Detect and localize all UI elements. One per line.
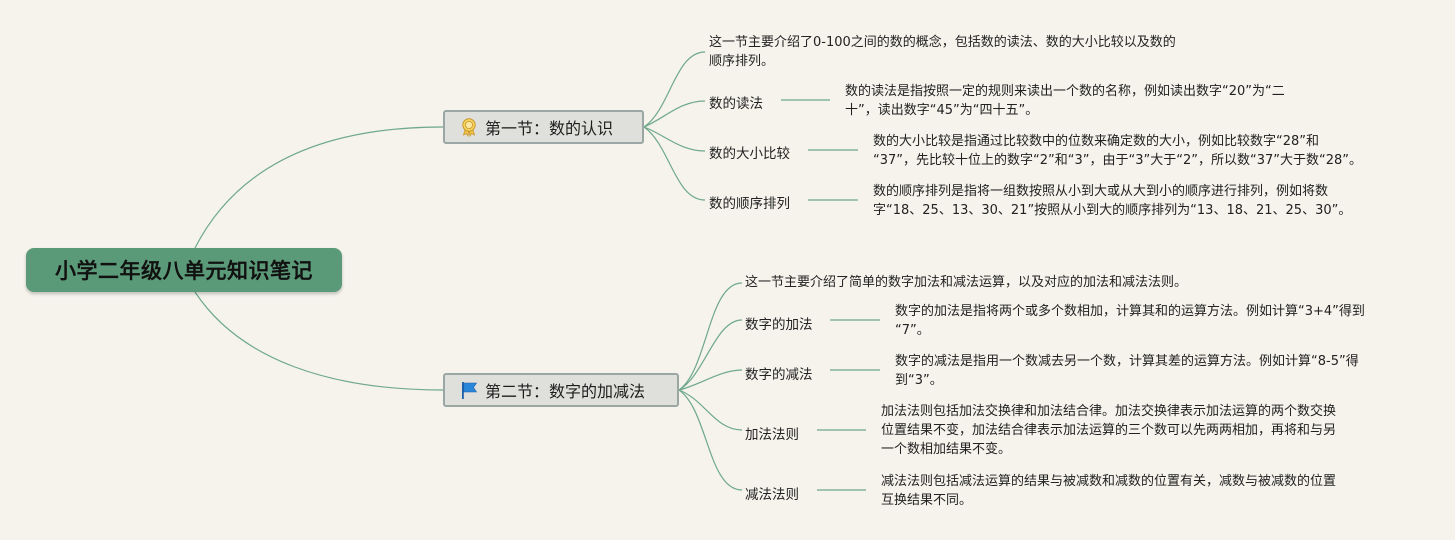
section-2-topic[interactable]: 第二节：数字的加减法 bbox=[443, 373, 679, 407]
detail-line: 加法法则包括加法交换律和加法结合律。加法交换律表示加法运算的两个数交换 bbox=[881, 404, 1337, 419]
detail-line: 互换结果不同。 bbox=[881, 493, 973, 508]
detail-line: 数字的减法是指用一个数减去另一个数，计算其差的运算方法。例如计算“8-5”得 bbox=[895, 354, 1359, 369]
topic-addition[interactable]: 数字的加法 bbox=[745, 317, 813, 333]
detail-line: “7”。 bbox=[895, 323, 930, 338]
topic-number-comparison[interactable]: 数的大小比较 bbox=[709, 146, 790, 162]
topic-subtraction[interactable]: 数字的减法 bbox=[745, 367, 813, 383]
detail-line: 数字的加法是指将两个或多个数相加，计算其和的运算方法。例如计算“3+4”得到 bbox=[895, 304, 1365, 319]
topic-subtraction-laws[interactable]: 减法法则 bbox=[745, 487, 799, 503]
section-2-summary: 这一节主要介绍了简单的数字加法和减法运算，以及对应的加法和减法法则。 bbox=[745, 273, 1265, 292]
connector-sec2-topic3 bbox=[678, 389, 743, 431]
topic-number-reading[interactable]: 数的读法 bbox=[709, 96, 763, 112]
detail-addition: 数字的加法是指将两个或多个数相加，计算其和的运算方法。例如计算“3+4”得到 “… bbox=[895, 302, 1405, 340]
connector-sec1-topic3 bbox=[643, 126, 706, 201]
connector-sec2-topic1 bbox=[678, 319, 743, 391]
section-1-summary-line: 顺序排列。 bbox=[709, 54, 775, 69]
detail-subtraction: 数字的减法是指用一个数减去另一个数，计算其差的运算方法。例如计算“8-5”得 到… bbox=[895, 352, 1405, 390]
connector-sec1-topic2 bbox=[643, 126, 706, 152]
section-1-summary-line: 这一节主要介绍了0-100之间的数的概念，包括数的读法、数的大小比较以及数的 bbox=[709, 35, 1176, 50]
detail-line: 减法法则包括减法运算的结果与被减数和减数的位置有关，减数与被减数的位置 bbox=[881, 474, 1337, 489]
detail-line: 位置结果不变，加法结合律表示加法运算的三个数可以先两两相加，再将和与另 bbox=[881, 423, 1337, 438]
detail-line: 字“18、25、13、30、21”按照从小到大的顺序排列为“13、18、21、2… bbox=[873, 203, 1352, 218]
section-2-title: 第二节：数字的加减法 bbox=[485, 382, 646, 401]
section-1-title: 第一节：数的认识 bbox=[485, 119, 614, 138]
detail-line: 数的读法是指按照一定的规则来读出一个数的名称，例如读出数字“20”为“二 bbox=[845, 84, 1285, 99]
award-ribbon-icon bbox=[462, 118, 476, 137]
detail-line: 数的大小比较是指通过比较数中的位数来确定数的大小，例如比较数字“28”和 bbox=[873, 134, 1320, 149]
detail-addition-laws: 加法法则包括加法交换律和加法结合律。加法交换律表示加法运算的两个数交换 位置结果… bbox=[881, 402, 1391, 459]
detail-number-comparison: 数的大小比较是指通过比较数中的位数来确定数的大小，例如比较数字“28”和 “37… bbox=[873, 132, 1393, 170]
detail-line: 数的顺序排列是指将一组数按照从小到大或从大到小的顺序进行排列，例如将数 bbox=[873, 184, 1329, 199]
detail-number-ordering: 数的顺序排列是指将一组数按照从小到大或从大到小的顺序进行排列，例如将数 字“18… bbox=[873, 182, 1393, 220]
connector-root-sec1 bbox=[194, 126, 444, 249]
detail-line: 到“3”。 bbox=[895, 373, 943, 388]
root-topic[interactable]: 小学二年级八单元知识笔记 bbox=[26, 248, 342, 292]
detail-subtraction-laws: 减法法则包括减法运算的结果与被减数和减数的位置有关，减数与被减数的位置 互换结果… bbox=[881, 472, 1391, 510]
connector-sec2-topic2 bbox=[678, 369, 743, 391]
detail-line: 一个数相加结果不变。 bbox=[881, 442, 1012, 457]
connector-sec2-summary bbox=[678, 282, 743, 391]
topic-number-ordering[interactable]: 数的顺序排列 bbox=[709, 196, 790, 212]
topic-addition-laws[interactable]: 加法法则 bbox=[745, 427, 799, 443]
section-1-summary: 这一节主要介绍了0-100之间的数的概念，包括数的读法、数的大小比较以及数的 顺… bbox=[709, 33, 1229, 71]
connector-sec1-topic1 bbox=[643, 100, 706, 128]
connector-root-sec2 bbox=[194, 291, 444, 391]
blue-flag-icon bbox=[462, 382, 478, 399]
connector-sec2-topic4 bbox=[678, 389, 743, 491]
detail-line: “37”，先比较十位上的数字“2”和“3”，由于“3”大于“2”，所以数“37”… bbox=[873, 153, 1362, 168]
section-2-summary-line: 这一节主要介绍了简单的数字加法和减法运算，以及对应的加法和减法法则。 bbox=[745, 275, 1188, 290]
section-1-topic[interactable]: 第一节：数的认识 bbox=[443, 110, 644, 144]
detail-line: 十”，读出数字“45”为“四十五”。 bbox=[845, 103, 1039, 118]
detail-number-reading: 数的读法是指按照一定的规则来读出一个数的名称，例如读出数字“20”为“二 十”，… bbox=[845, 82, 1325, 120]
connector-sec1-summary bbox=[643, 51, 706, 128]
